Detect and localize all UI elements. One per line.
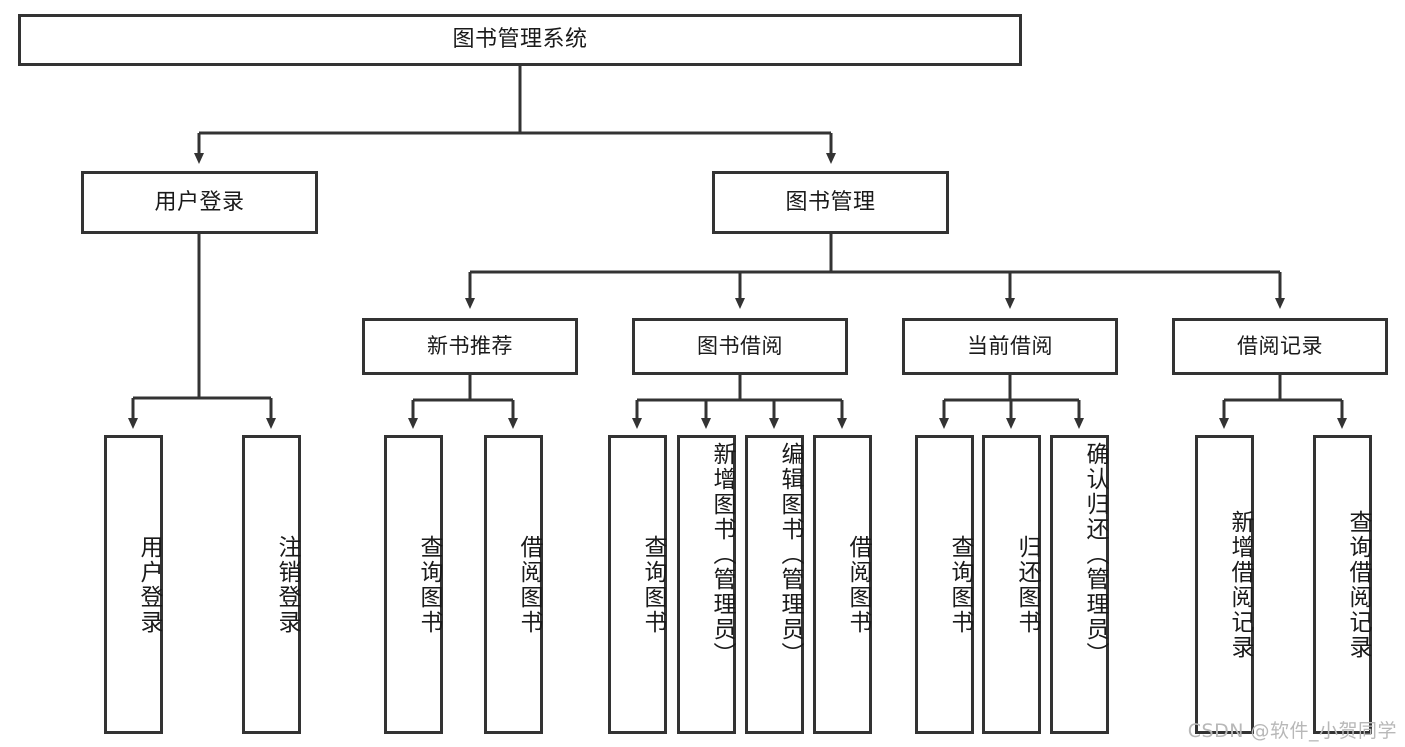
- node-label: 新书推荐: [427, 334, 513, 359]
- node-label: 图书借阅: [697, 334, 783, 359]
- watermark-text: CSDN @软件_小贺同学: [1187, 720, 1397, 742]
- leaf-query-book-current[interactable]: 查询图书: [915, 435, 974, 734]
- node-book-management[interactable]: 图书管理: [712, 171, 949, 234]
- node-label: 新增图书（管理员）: [709, 442, 735, 667]
- node-label: 确认归还（管理员）: [1082, 442, 1108, 667]
- node-label: 当前借阅: [967, 334, 1053, 359]
- node-new-book-recommend[interactable]: 新书推荐: [362, 318, 578, 375]
- leaf-query-book-borrow[interactable]: 查询图书: [608, 435, 667, 734]
- leaf-edit-book-admin[interactable]: 编辑图书（管理员）: [745, 435, 804, 734]
- leaf-return-book[interactable]: 归还图书: [982, 435, 1041, 734]
- node-label: 查询借阅记录: [1345, 509, 1371, 660]
- node-user-login[interactable]: 用户登录: [81, 171, 318, 234]
- node-label: 借阅图书: [845, 534, 871, 635]
- leaf-query-borrow-record[interactable]: 查询借阅记录: [1313, 435, 1372, 734]
- node-label: 新增借阅记录: [1227, 509, 1253, 660]
- node-label: 图书管理: [785, 189, 876, 215]
- leaf-add-book-admin[interactable]: 新增图书（管理员）: [677, 435, 736, 734]
- node-label: 图书管理系统: [452, 27, 588, 53]
- node-label: 查询图书: [947, 534, 973, 635]
- node-label: 查询图书: [640, 534, 666, 635]
- leaf-user-login[interactable]: 用户登录: [104, 435, 163, 734]
- node-label: 编辑图书（管理员）: [777, 442, 803, 667]
- leaf-borrow-book[interactable]: 借阅图书: [813, 435, 872, 734]
- node-label: 用户登录: [154, 189, 245, 215]
- node-root-system[interactable]: 图书管理系统: [18, 14, 1022, 66]
- node-label: 归还图书: [1014, 534, 1040, 635]
- node-book-borrow[interactable]: 图书借阅: [632, 318, 848, 375]
- leaf-query-book-new[interactable]: 查询图书: [384, 435, 443, 734]
- node-label: 借阅图书: [516, 534, 542, 635]
- leaf-add-borrow-record[interactable]: 新增借阅记录: [1195, 435, 1254, 734]
- node-current-borrow[interactable]: 当前借阅: [902, 318, 1118, 375]
- node-label: 注销登录: [274, 534, 300, 635]
- node-label: 用户登录: [136, 534, 162, 635]
- node-borrow-record[interactable]: 借阅记录: [1172, 318, 1388, 375]
- leaf-confirm-return-admin[interactable]: 确认归还（管理员）: [1050, 435, 1109, 734]
- leaf-borrow-book-new[interactable]: 借阅图书: [484, 435, 543, 734]
- leaf-logout[interactable]: 注销登录: [242, 435, 301, 734]
- node-label: 借阅记录: [1237, 334, 1323, 359]
- node-label: 查询图书: [416, 534, 442, 635]
